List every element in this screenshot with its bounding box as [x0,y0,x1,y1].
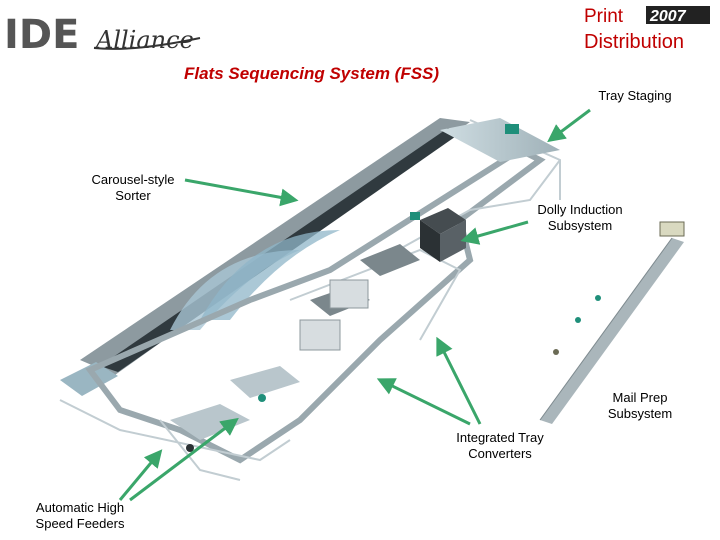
label-dolly-line-2: Subsystem [547,218,613,233]
logo-right-text-2: Distribution [584,31,684,53]
label-mail-prep: Mail Prep Subsystem [590,390,690,422]
logo-right-year: 2007 [649,8,687,25]
label-mail-prep-line-2: Subsystem [607,406,673,421]
label-feeders: Automatic High Speed Feeders [20,500,140,532]
dolly-induction-shape [410,208,466,262]
arrow-tray-staging [547,108,591,143]
label-dolly-line-1: Dolly Induction [537,202,623,217]
print-distribution-logo: Print 2007 Distribution [584,6,710,53]
arrow-feeder-1 [118,449,163,501]
callout-arrows [118,108,591,502]
arrow-itc-right [436,336,482,425]
arrow-dolly [460,220,529,245]
carousel-sorter-shape [60,118,470,396]
label-tray-converters-line-2: Converters [468,446,532,461]
ideaalliance-logo: IDE Alliance [4,12,201,58]
mail-prep-shape [539,221,685,424]
tray-staging-shape [440,118,560,162]
logo-left-text-1: IDE [4,12,79,58]
feeders-shape [170,366,300,452]
conveyor-track-shape [85,146,546,464]
label-tray-converters-line-1: Integrated Tray [456,430,544,445]
label-tray-converters: Integrated Tray Converters [440,430,560,462]
label-carousel-line-2: Sorter [115,188,151,203]
arrow-carousel [184,178,299,207]
label-carousel-line-1: Carousel-style [91,172,175,187]
label-feeders-line-1: Automatic High [35,500,125,515]
label-dolly-induction: Dolly Induction Subsystem [520,202,640,234]
diagram-title: Flats Sequencing System (FSS) [184,64,440,83]
label-tray-staging-line-1: Tray Staging [598,88,672,103]
mid-machines-shape [299,244,420,351]
label-feeders-line-2: Speed Feeders [35,516,125,531]
label-tray-staging: Tray Staging [580,88,690,104]
logo-right-text-1: Print [584,6,624,27]
arrow-itc-left [376,378,471,426]
arrow-feeder-2 [129,417,239,502]
label-mail-prep-line-1: Mail Prep [612,390,668,405]
label-carousel-sorter: Carousel-style Sorter [78,172,188,204]
